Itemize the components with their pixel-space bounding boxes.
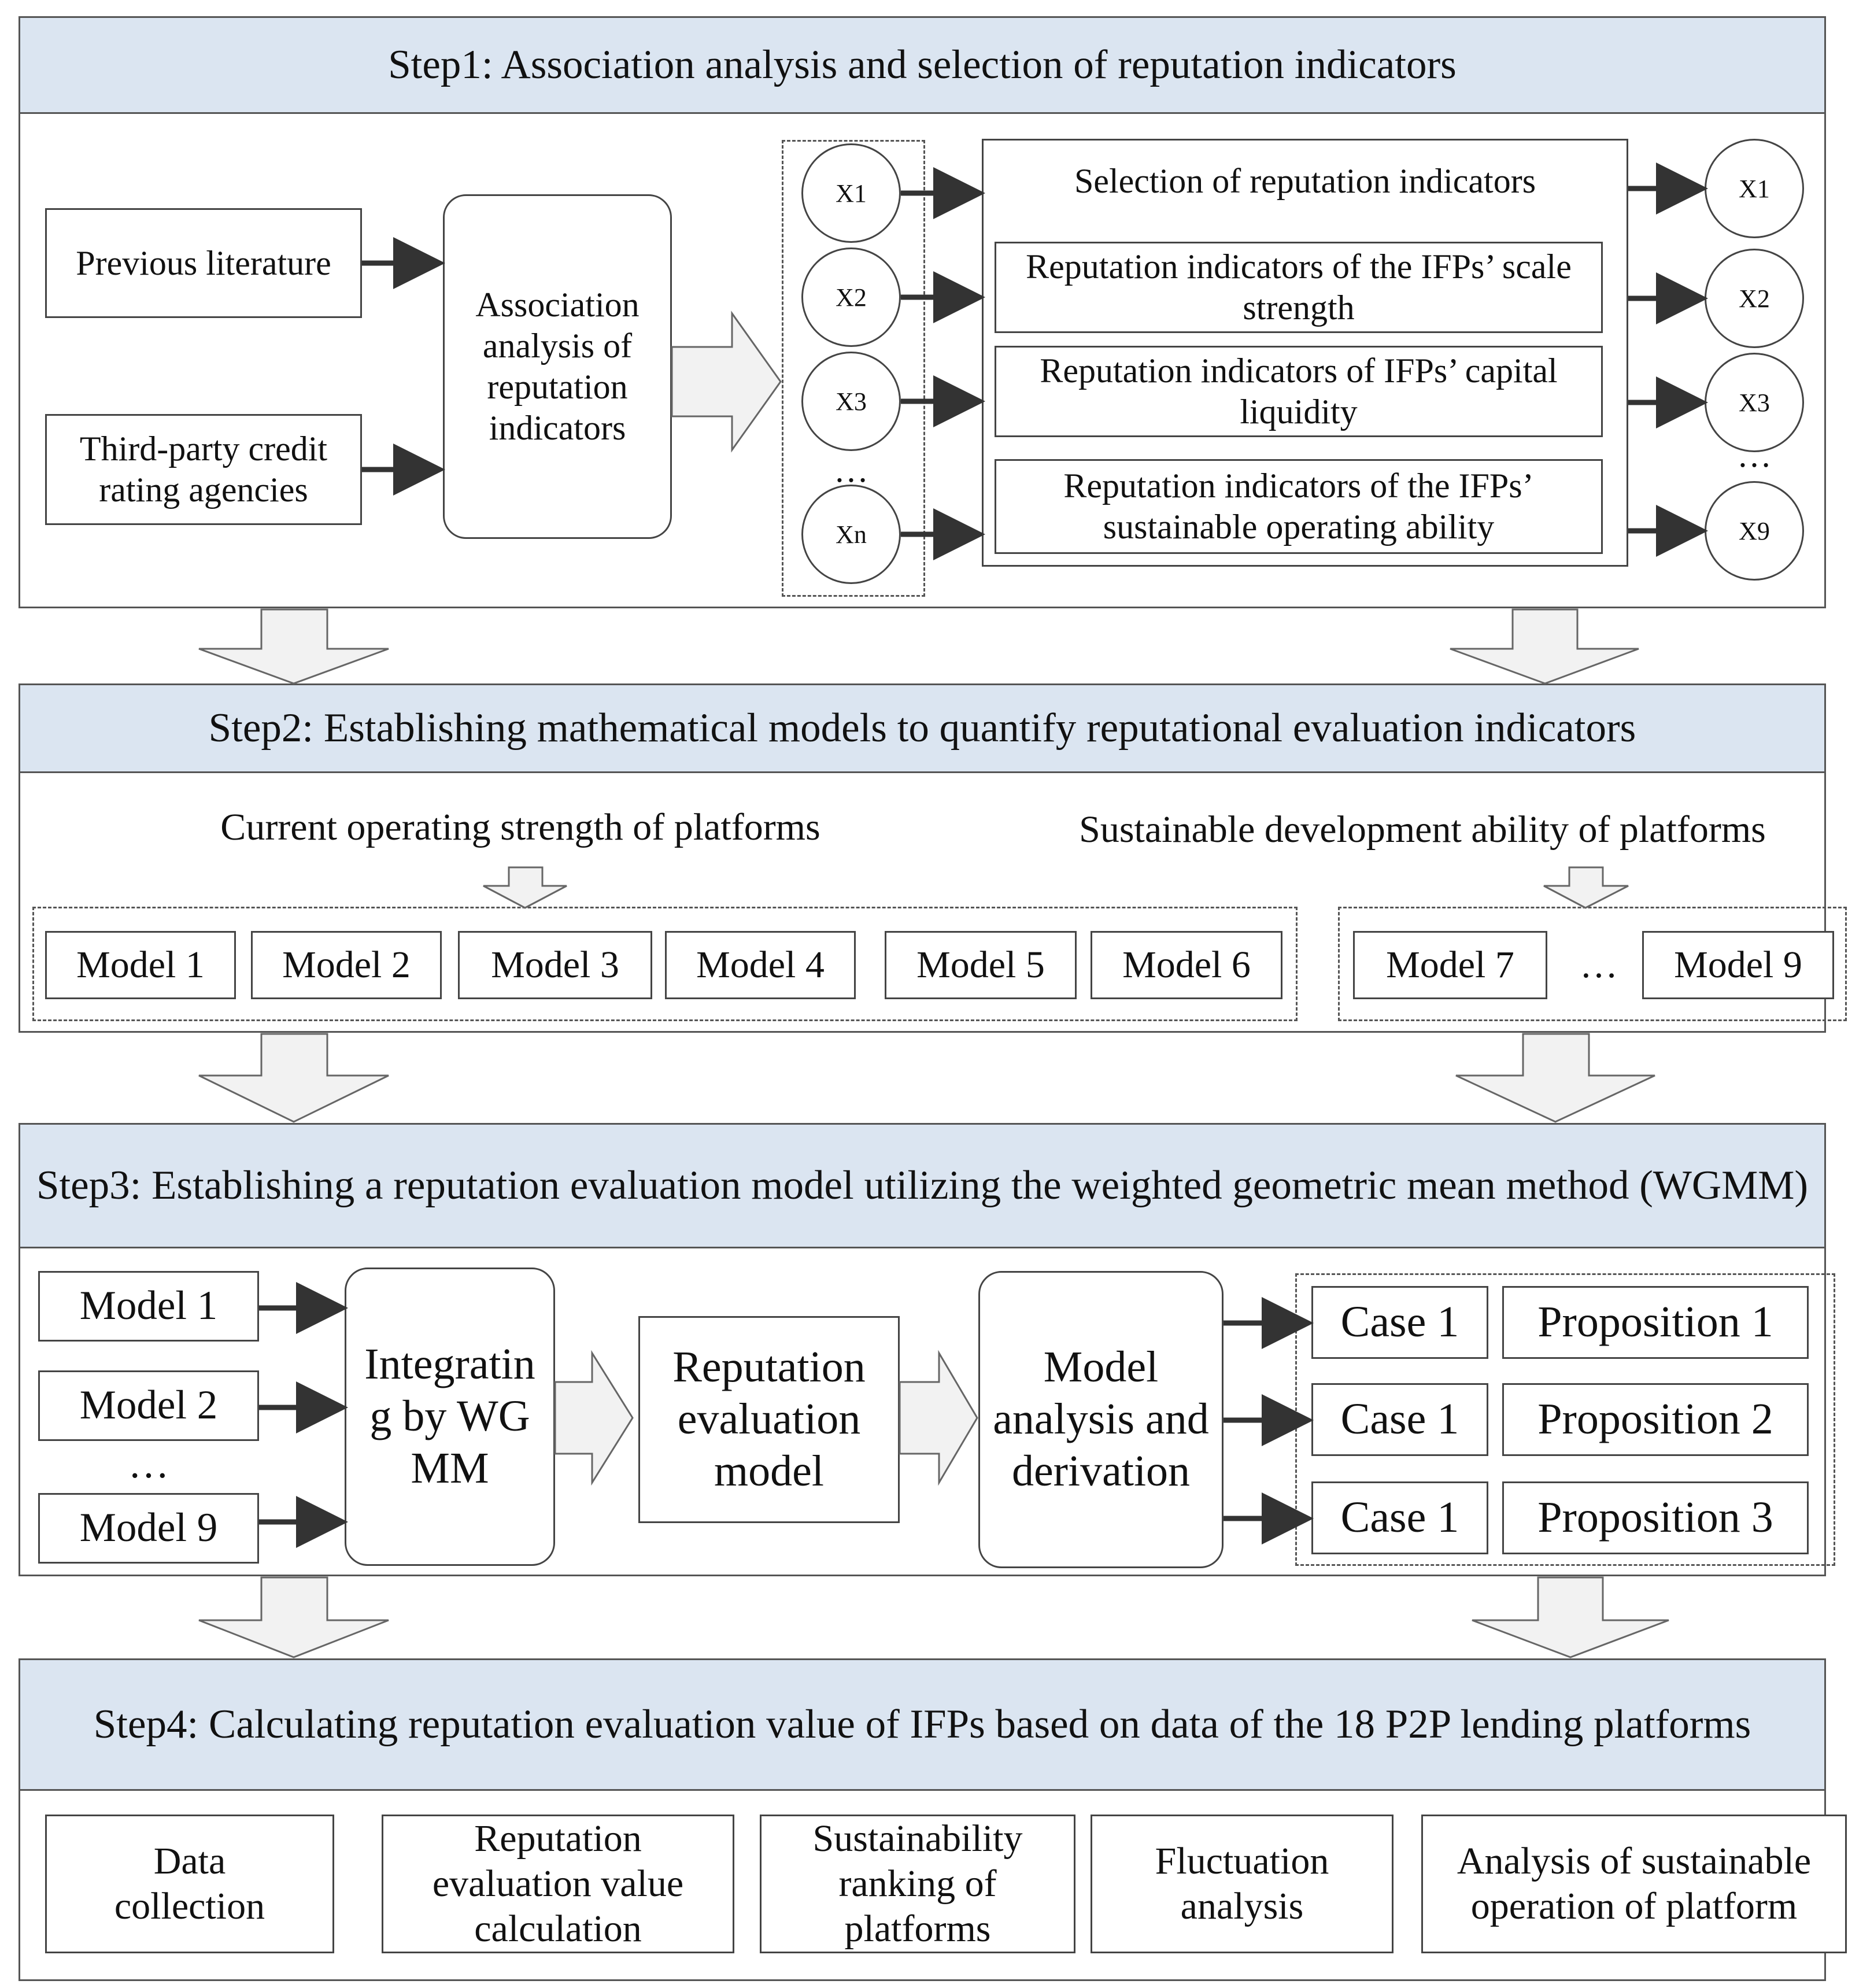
step4-title: Step4: Calculating reputation evaluation… xyxy=(20,1660,1824,1791)
integrating-wgmm-box: Integrating by WGMM xyxy=(345,1268,555,1566)
sustainable-operation-analysis-box: Analysis of sustainable operation of pla… xyxy=(1421,1815,1847,1953)
case-1a: Case 1 xyxy=(1311,1286,1488,1359)
down-arrow-step2-left xyxy=(198,1033,389,1123)
indicator-capital-liquidity: Reputation indicators of IFPs’ capital l… xyxy=(995,346,1603,437)
indicator-scale-strength: Reputation indicators of the IFPs’ scale… xyxy=(995,242,1603,333)
model-7: Model 7 xyxy=(1353,931,1547,999)
step2-title: Step2: Establishing mathematical models … xyxy=(20,685,1824,773)
down-arrow-step3-left xyxy=(198,1576,389,1658)
indicator-sustainable-operating: Reputation indicators of the IFPs’ susta… xyxy=(995,459,1603,554)
step3-model-1: Model 1 xyxy=(38,1271,259,1342)
x-right-9: X9 xyxy=(1705,481,1804,581)
model-1: Model 1 xyxy=(45,931,236,999)
x-right-ellipsis: … xyxy=(1737,435,1772,474)
step3-title: Step3: Establishing a reputation evaluat… xyxy=(20,1125,1824,1248)
x-left-ellipsis: … xyxy=(834,450,868,489)
proposition-2: Proposition 2 xyxy=(1502,1383,1809,1456)
sustainability-ranking-box: Sustainability ranking of platforms xyxy=(760,1815,1075,1953)
model-5: Model 5 xyxy=(885,931,1077,999)
proposition-1: Proposition 1 xyxy=(1502,1286,1809,1359)
case-1c: Case 1 xyxy=(1311,1481,1488,1554)
down-arrow-step1-left xyxy=(198,608,389,685)
x-left-group xyxy=(782,140,925,597)
proposition-3: Proposition 3 xyxy=(1502,1481,1809,1554)
model-2: Model 2 xyxy=(251,931,442,999)
selection-title: Selection of reputation indicators xyxy=(1074,161,1536,200)
fluctuation-analysis-box: Fluctuation analysis xyxy=(1091,1815,1394,1953)
x-left-n: Xn xyxy=(801,485,901,584)
data-collection-box: Data collection xyxy=(45,1815,334,1953)
association-analysis-box: Association analysis of reputation indic… xyxy=(443,194,672,539)
step3-model-2: Model 2 xyxy=(38,1370,259,1441)
step1-title: Step1: Association analysis and selectio… xyxy=(20,18,1824,114)
models-ellipsis: … xyxy=(1580,944,1618,986)
model-6: Model 6 xyxy=(1091,931,1282,999)
down-arrow-step3-right xyxy=(1472,1576,1669,1658)
models-left-group xyxy=(32,907,1298,1021)
previous-literature-box: Previous literature xyxy=(45,208,362,318)
step3-model-9: Model 9 xyxy=(38,1493,259,1564)
x-left-3: X3 xyxy=(801,352,901,451)
x-right-3: X3 xyxy=(1705,353,1804,452)
model-9: Model 9 xyxy=(1642,931,1834,999)
reputation-evaluation-model-box: Reputation evaluation model xyxy=(638,1316,900,1523)
x-right-1: X1 xyxy=(1705,139,1804,238)
down-arrow-step1-right xyxy=(1450,608,1639,685)
third-party-box: Third-party credit rating agencies xyxy=(45,414,362,525)
model-analysis-box: Model analysis and derivation xyxy=(978,1271,1224,1568)
sustainable-development-label: Sustainable development ability of platf… xyxy=(1079,808,1766,851)
model-3: Model 3 xyxy=(458,931,652,999)
x-left-2: X2 xyxy=(801,247,901,347)
x-right-2: X2 xyxy=(1705,249,1804,348)
x-left-1: X1 xyxy=(801,143,901,243)
reputation-value-calculation-box: Reputation evaluation value calculation xyxy=(382,1815,734,1953)
case-1b: Case 1 xyxy=(1311,1383,1488,1456)
step3-models-ellipsis: … xyxy=(128,1441,169,1487)
down-arrow-step2-right xyxy=(1455,1033,1655,1123)
model-4: Model 4 xyxy=(665,931,856,999)
current-operating-label: Current operating strength of platforms xyxy=(220,806,820,848)
